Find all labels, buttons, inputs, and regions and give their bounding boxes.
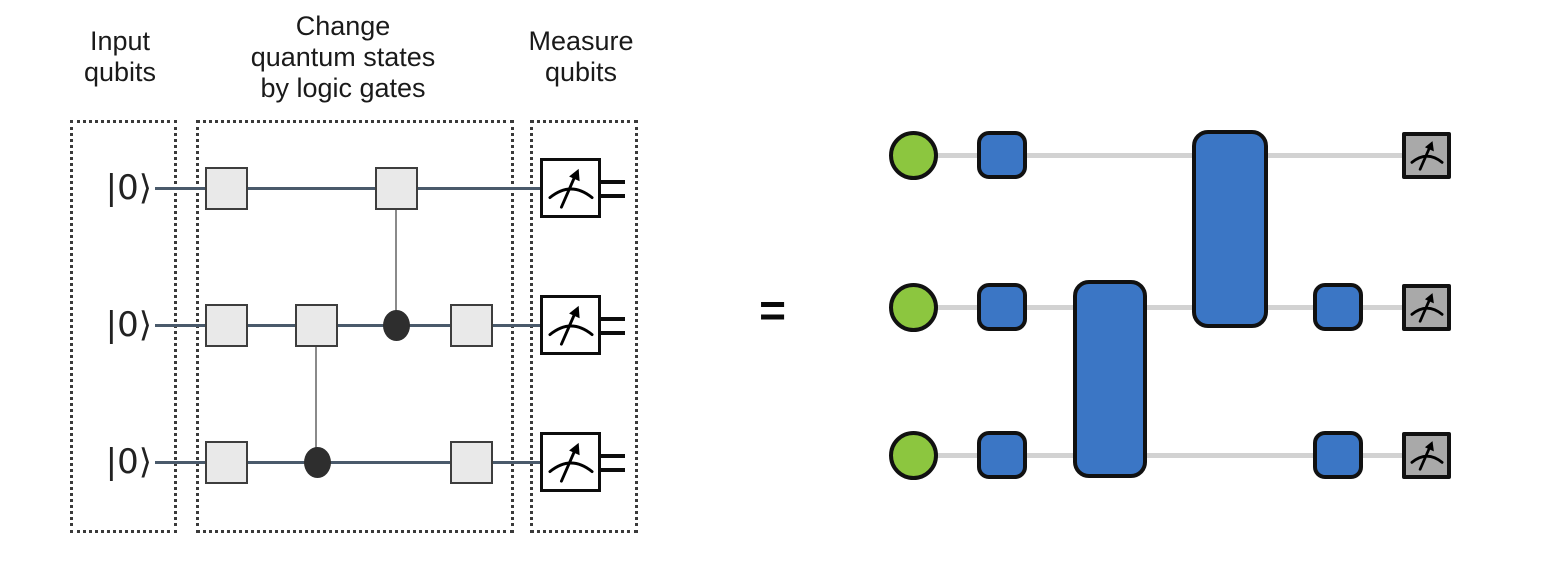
meter-icon [547,442,594,483]
qubit-ket-label-3: |0⟩ [105,442,152,482]
measure-block-1 [1402,132,1451,179]
measure-box-2 [540,295,601,355]
two-qubit-gate-block-q2q3 [1073,280,1147,478]
measure-box-3 [540,432,601,492]
gate-block-q2-b [1313,283,1363,331]
logic-gate-q1-b [375,167,418,210]
classical-wire-stub [601,468,625,472]
input-qubit-node-3 [889,431,938,480]
measure-qubits-label: Measure qubits [528,26,634,87]
meter-icon [1410,293,1443,323]
qubit-wire-2 [913,305,1405,310]
gate-block-q3-b [1313,431,1363,479]
input-qubit-node-2 [889,283,938,332]
meter-icon [1410,141,1443,171]
qubit-wire-2 [155,324,541,327]
classical-wire-stub [601,180,625,184]
meter-icon [547,305,594,346]
classical-wire-stub [601,454,625,458]
classical-wire-stub [601,331,625,335]
measure-block-3 [1402,432,1451,479]
qubit-wire-1 [913,153,1405,158]
control-connector-line-1 [395,209,397,325]
qubit-wire-3 [155,461,541,464]
meter-icon [547,168,594,209]
control-dot-icon-1 [383,310,410,341]
gate-block-q2-a [977,283,1027,331]
measure-block-2 [1402,284,1451,331]
logic-gate-q2-a [205,304,248,347]
classical-wire-stub [601,317,625,321]
qubit-wire-1 [155,187,541,190]
logic-gate-q2-c [450,304,493,347]
logic-gate-q3-a [205,441,248,484]
equals-sign: = [759,284,786,336]
classical-wire-stub [601,194,625,198]
two-qubit-gate-block-q1q2 [1192,130,1268,328]
logic-gate-q2-b [295,304,338,347]
logic-gates-label: Change quantum states by logic gates [250,11,436,103]
input-qubit-node-1 [889,131,938,180]
control-dot-icon-2 [304,447,331,478]
qubit-ket-label-2: |0⟩ [105,305,152,345]
meter-icon [1410,441,1443,471]
control-connector-line-2 [315,346,317,462]
qubit-ket-label-1: |0⟩ [105,168,152,208]
gate-block-q1-a [977,131,1027,179]
input-qubits-label: Input qubits [83,26,157,87]
qubit-wire-3 [913,453,1405,458]
logic-gate-q3-b [450,441,493,484]
logic-gate-q1-a [205,167,248,210]
measure-box-1 [540,158,601,218]
gate-block-q3-a [977,431,1027,479]
